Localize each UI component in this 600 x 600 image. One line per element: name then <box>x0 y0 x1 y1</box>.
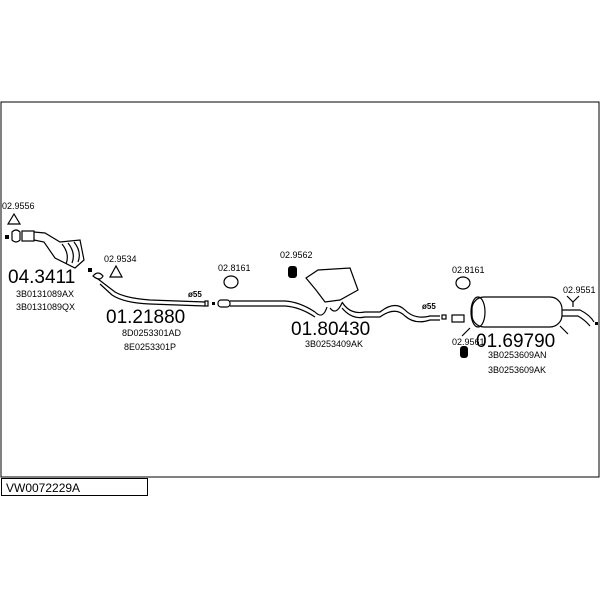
accessory-code: 02.9556 <box>2 201 35 211</box>
rubber-mount-icon <box>223 275 239 289</box>
front-pipe-drawing <box>92 272 215 307</box>
diagram-frame <box>0 101 600 478</box>
diameter-label: ø55 <box>188 290 202 299</box>
oe-number: 3B0131089AX <box>16 289 74 299</box>
part-number: 01.21880 <box>106 307 185 328</box>
rubber-mount-icon <box>455 276 471 290</box>
bracket-icon <box>566 295 580 307</box>
accessory-code: 02.8161 <box>218 263 251 273</box>
oe-number: 3B0253609AN <box>488 350 547 360</box>
catalytic-converter-drawing <box>5 229 92 272</box>
accessory-code: 02.9534 <box>104 254 137 264</box>
part-number: 04.3411 <box>8 267 75 288</box>
accessory-code: 02.9562 <box>280 250 313 260</box>
oe-number: 3B0253409AK <box>305 339 363 349</box>
rubber-mount-icon <box>288 266 297 278</box>
accessory-code: 02.8161 <box>452 265 485 275</box>
part-number: 01.69790 <box>476 331 555 352</box>
oe-number: 3B0253609AK <box>488 365 546 375</box>
centre-silencer-drawing <box>217 267 447 323</box>
part-number: 01.80430 <box>291 319 370 340</box>
accessory-code: 02.9551 <box>563 285 596 295</box>
oe-number: 3B0131089QX <box>16 302 75 312</box>
rubber-mount-icon <box>460 346 468 358</box>
clamp-icon <box>6 212 22 225</box>
rear-silencer-drawing <box>451 296 598 337</box>
reference-number: VW0072229A <box>1 478 148 496</box>
diameter-label: ø55 <box>422 302 436 311</box>
gasket-icon <box>108 264 124 278</box>
accessory-code: 02.9561 <box>452 337 485 347</box>
oe-number: 8D0253301AD <box>122 328 182 338</box>
oe-number: 8E0253301P <box>124 342 176 352</box>
